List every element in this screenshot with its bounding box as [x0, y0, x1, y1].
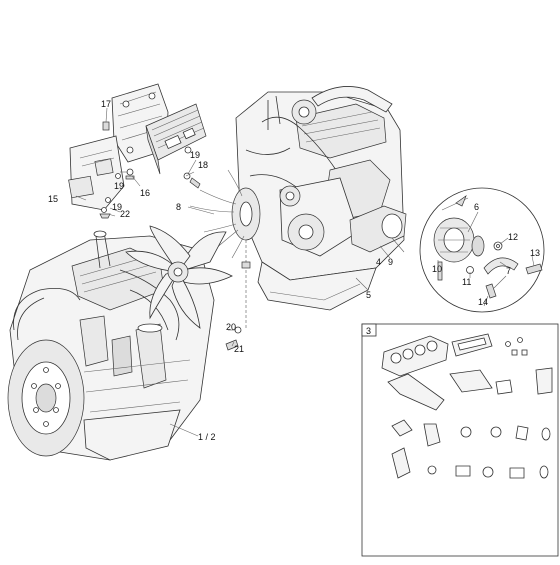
callout-8: 8: [176, 202, 181, 212]
callout-22: 22: [120, 209, 130, 219]
callout-19-lower: 19: [112, 202, 122, 212]
callout-11: 11: [462, 277, 471, 287]
callout-4: 4: [376, 257, 381, 267]
callout-labels: 17 19 18 16 19 15 19 22 8 4 9 5 6 12 13 …: [48, 99, 540, 442]
callout-21: 21: [234, 344, 244, 354]
callout-19-middle: 19: [114, 181, 124, 191]
callout-6: 6: [474, 202, 479, 212]
callout-19-upper: 19: [190, 150, 200, 160]
callout-14: 14: [478, 297, 488, 307]
callout-5: 5: [366, 290, 371, 300]
callout-9: 9: [388, 257, 393, 267]
callout-20: 20: [226, 322, 236, 332]
alternator-detail-circle: [419, 187, 545, 313]
callout-13: 13: [530, 248, 540, 258]
leader-lines: [75, 107, 535, 437]
fan-spacer: [241, 261, 251, 269]
callout-12: 12: [508, 232, 518, 242]
relay-bracket: [68, 135, 125, 211]
callout-3: 3: [366, 326, 371, 336]
callout-16: 16: [140, 188, 150, 198]
screw-set-upper: [99, 121, 201, 219]
callout-7: 7: [506, 266, 511, 276]
engine-assembly-upper: [235, 86, 407, 311]
engine-control-unit: [145, 103, 207, 175]
gasket-kit-box: [361, 323, 559, 557]
callout-15: 15: [48, 194, 58, 204]
fan-hub: [189, 169, 261, 259]
callout-1-2: 1 / 2: [198, 432, 216, 442]
fan-bolts: [225, 326, 242, 351]
callout-17: 17: [101, 99, 111, 109]
callout-18: 18: [198, 160, 208, 170]
callout-10: 10: [432, 264, 442, 274]
cooling-fan: [125, 225, 233, 329]
